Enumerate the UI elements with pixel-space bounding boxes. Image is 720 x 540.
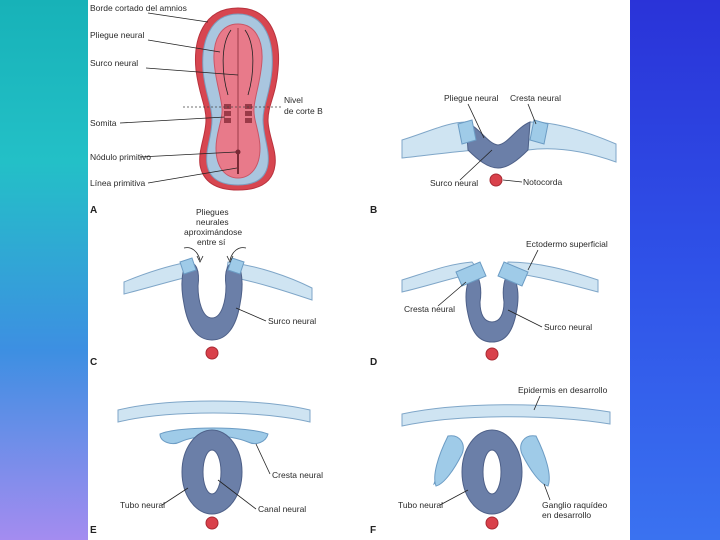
neural-canal-f	[482, 449, 502, 495]
label-cresta-neural-d: Cresta neural	[404, 304, 455, 314]
neural-crest-b-right	[529, 119, 549, 145]
label-pliegue-neural: Pliegue neural	[90, 30, 144, 40]
panel-b: Pliegue neural Cresta neural Surco neura…	[370, 93, 617, 216]
notochord-d	[485, 347, 499, 361]
label-de-corte-b: de corte B	[284, 106, 323, 116]
somites	[224, 104, 252, 123]
notochord-b	[489, 173, 503, 187]
label-nodulo-primitivo: Nódulo primitivo	[90, 152, 151, 162]
panel-letter-d: D	[370, 357, 377, 368]
arrow-right-fold	[229, 247, 247, 261]
label-borde-amnios: Borde cortado del amnios	[90, 3, 187, 13]
notochord-c	[205, 346, 219, 360]
background-left-gradient	[0, 0, 88, 540]
label-somita: Somita	[90, 118, 117, 128]
arrow-left-head	[196, 255, 204, 263]
surface-ectoderm-b-right	[527, 121, 617, 163]
label-surco-neural: Surco neural	[90, 58, 138, 68]
panel-d: Ectodermo superficial Cresta neural Surc…	[370, 239, 608, 368]
notochord-f	[485, 516, 499, 530]
epidermis-f	[401, 404, 611, 427]
neural-crest-c-left	[179, 257, 197, 275]
label-cresta-neural-e: Cresta neural	[272, 470, 323, 480]
label-epidermis: Epidermis en desarrollo	[518, 385, 608, 395]
label-pliegues-2: neurales	[196, 217, 229, 227]
label-ectodermo-superficial: Ectodermo superficial	[526, 239, 608, 249]
label-pliegue-neural-b: Pliegue neural	[444, 93, 498, 103]
panel-f: Epidermis en desarrollo Tubo neural Gang…	[370, 385, 611, 536]
panel-a: Borde cortado del amnios Pliegue neural …	[90, 3, 323, 216]
notochord-e	[205, 516, 219, 530]
label-pliegues-4: entre sí	[197, 237, 226, 247]
surface-ectoderm-e	[117, 400, 311, 423]
panel-letter-e: E	[90, 525, 97, 536]
neural-crest-d-right	[497, 261, 529, 287]
neural-folds-left	[222, 29, 232, 96]
panel-letter-a: A	[90, 205, 97, 216]
label-linea-primitiva: Línea primitiva	[90, 178, 146, 188]
label-surco-neural-b: Surco neural	[430, 178, 478, 188]
neural-folds-right	[244, 29, 254, 96]
neural-groove-c	[181, 261, 243, 341]
arrow-left-fold	[183, 247, 201, 261]
label-tubo-neural-e: Tubo neural	[120, 500, 165, 510]
label-surco-neural-d: Surco neural	[544, 322, 592, 332]
ganglion-f-left-body	[434, 435, 464, 487]
label-notocorda-b: Notocorda	[523, 177, 562, 187]
surface-ectoderm-c-right	[225, 261, 313, 301]
label-surco-neural-c: Surco neural	[268, 316, 316, 326]
neural-crest-c-right	[227, 257, 245, 275]
label-pliegues-3: aproximándose	[184, 227, 242, 237]
label-pliegues-1: Pliegues	[196, 207, 229, 217]
neurulation-figure: Borde cortado del amnios Pliegue neural …	[88, 0, 630, 540]
background-right-gradient	[630, 0, 720, 540]
neural-plate-b	[465, 121, 531, 169]
panel-letter-f: F	[370, 525, 376, 536]
neural-crest-b-left	[457, 119, 477, 145]
label-canal-neural-e: Canal neural	[258, 504, 306, 514]
label-ganglio-2: en desarrollo	[542, 510, 591, 520]
panel-c: Pliegues neurales aproximándose entre sí…	[90, 207, 316, 368]
neural-groove-d	[465, 271, 519, 343]
figure-svg: Borde cortado del amnios Pliegue neural …	[90, 3, 617, 536]
label-nivel: Nivel	[284, 95, 303, 105]
panel-letter-c: C	[90, 357, 97, 368]
label-cresta-neural-b: Cresta neural	[510, 93, 561, 103]
label-tubo-neural-f: Tubo neural	[398, 500, 443, 510]
surface-ectoderm-d-right	[505, 261, 599, 293]
neural-canal-e	[202, 449, 222, 495]
neural-crest-d-left	[455, 261, 487, 287]
panel-letter-b: B	[370, 205, 377, 216]
ganglion-f-right-body	[520, 435, 550, 487]
arrow-right-head	[226, 255, 234, 263]
panel-e: Cresta neural Tubo neural Canal neural E	[90, 400, 323, 536]
label-ganglio-1: Ganglio raquídeo	[542, 500, 607, 510]
